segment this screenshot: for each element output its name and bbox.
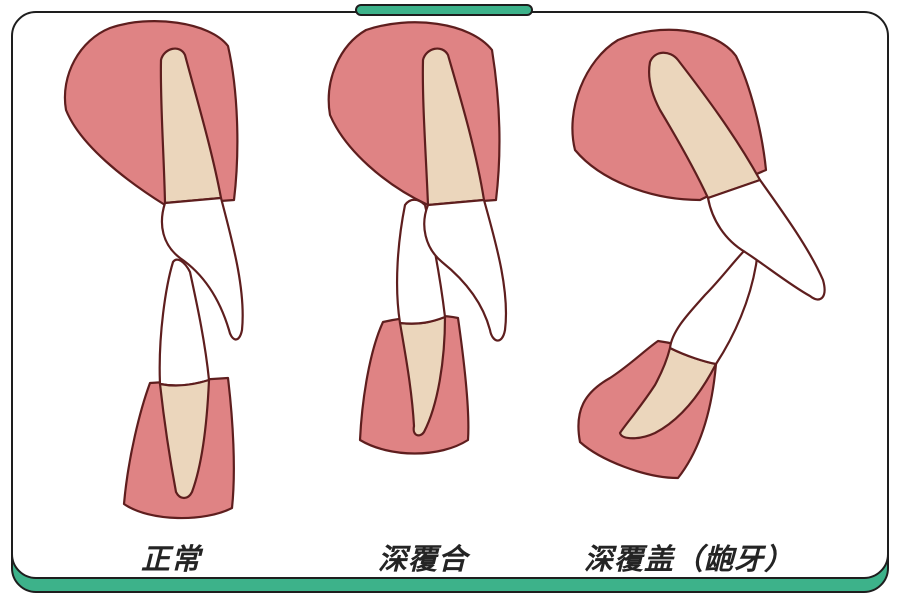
- lower-tooth-root: [158, 378, 211, 500]
- deep-overbite-teeth-icon: [327, 21, 508, 455]
- frame-top-tab: [355, 4, 533, 16]
- caption-deep-overbite: 深覆合: [378, 542, 469, 576]
- deep-overjet-buck-teeth-icon: [571, 28, 826, 480]
- caption-normal: 正常: [141, 542, 202, 576]
- upper-tooth-crown: [706, 178, 826, 301]
- upper-tooth-crown: [160, 196, 244, 341]
- upper-tooth-crown: [423, 198, 508, 342]
- caption-deep-overjet: 深覆盖（龅牙）: [584, 542, 795, 576]
- upper-tooth-root: [421, 47, 486, 207]
- upper-tooth-root: [159, 47, 223, 205]
- normal-bite-teeth-icon: [63, 20, 244, 520]
- lower-tooth-crown: [395, 198, 447, 325]
